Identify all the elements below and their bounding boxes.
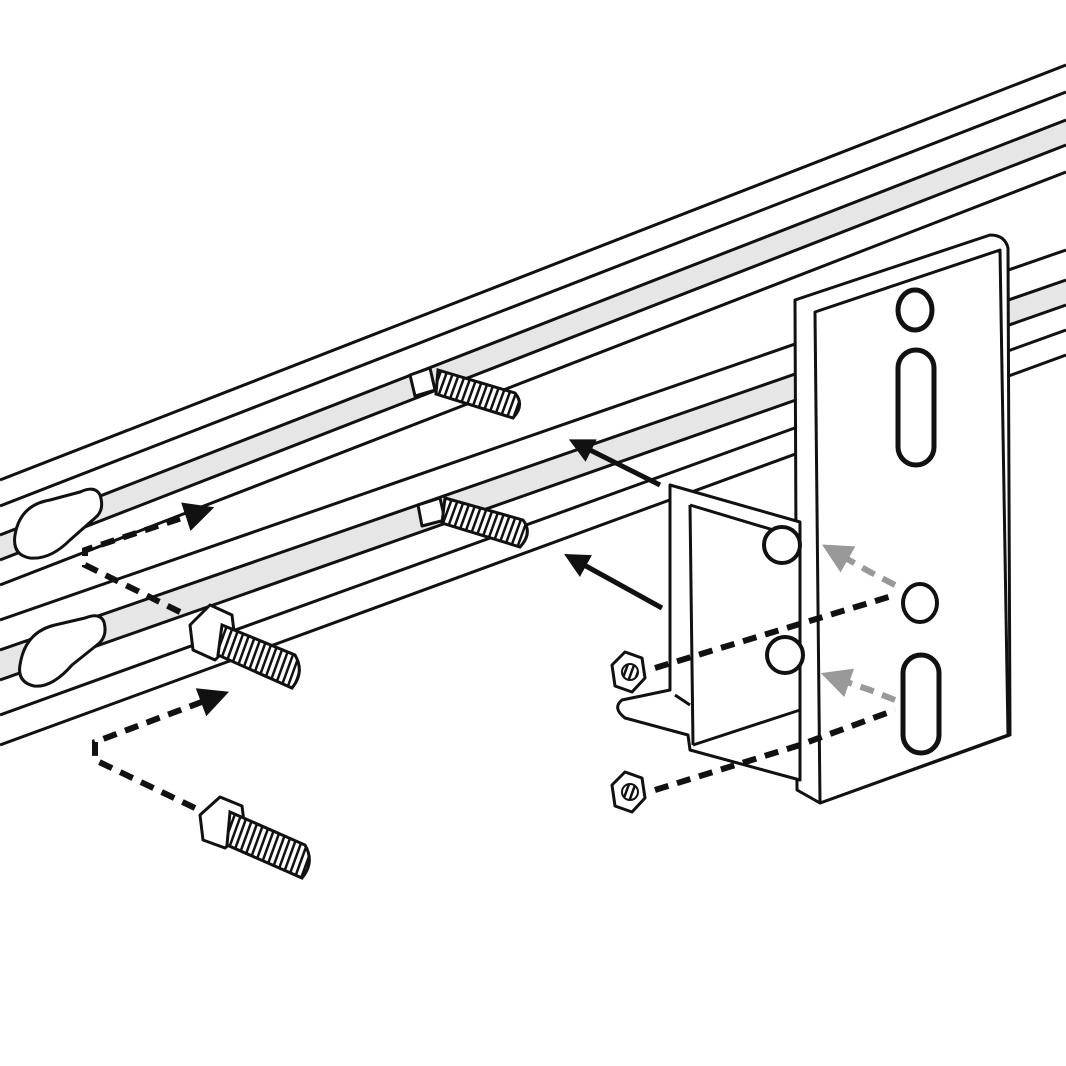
keyhole-slot [18,614,107,688]
arrow-icon [92,688,230,811]
bolt-icon [408,366,521,420]
bolt-icon [416,496,529,549]
nut-icon [610,770,647,814]
bolt-icon [188,603,301,690]
bolt-icon [198,795,311,880]
arrow-icon [821,544,897,588]
arrow-icon [654,592,896,671]
arrow-icon [564,553,664,611]
bracket-icon [616,233,1012,805]
keyhole-slot [13,487,104,560]
arrow-icon [82,502,215,615]
arrow-icon [654,707,897,793]
arrow-icon [820,668,897,703]
arrow-icon [568,439,662,488]
nut-icon [610,650,647,694]
upper-rail [0,63,1066,587]
